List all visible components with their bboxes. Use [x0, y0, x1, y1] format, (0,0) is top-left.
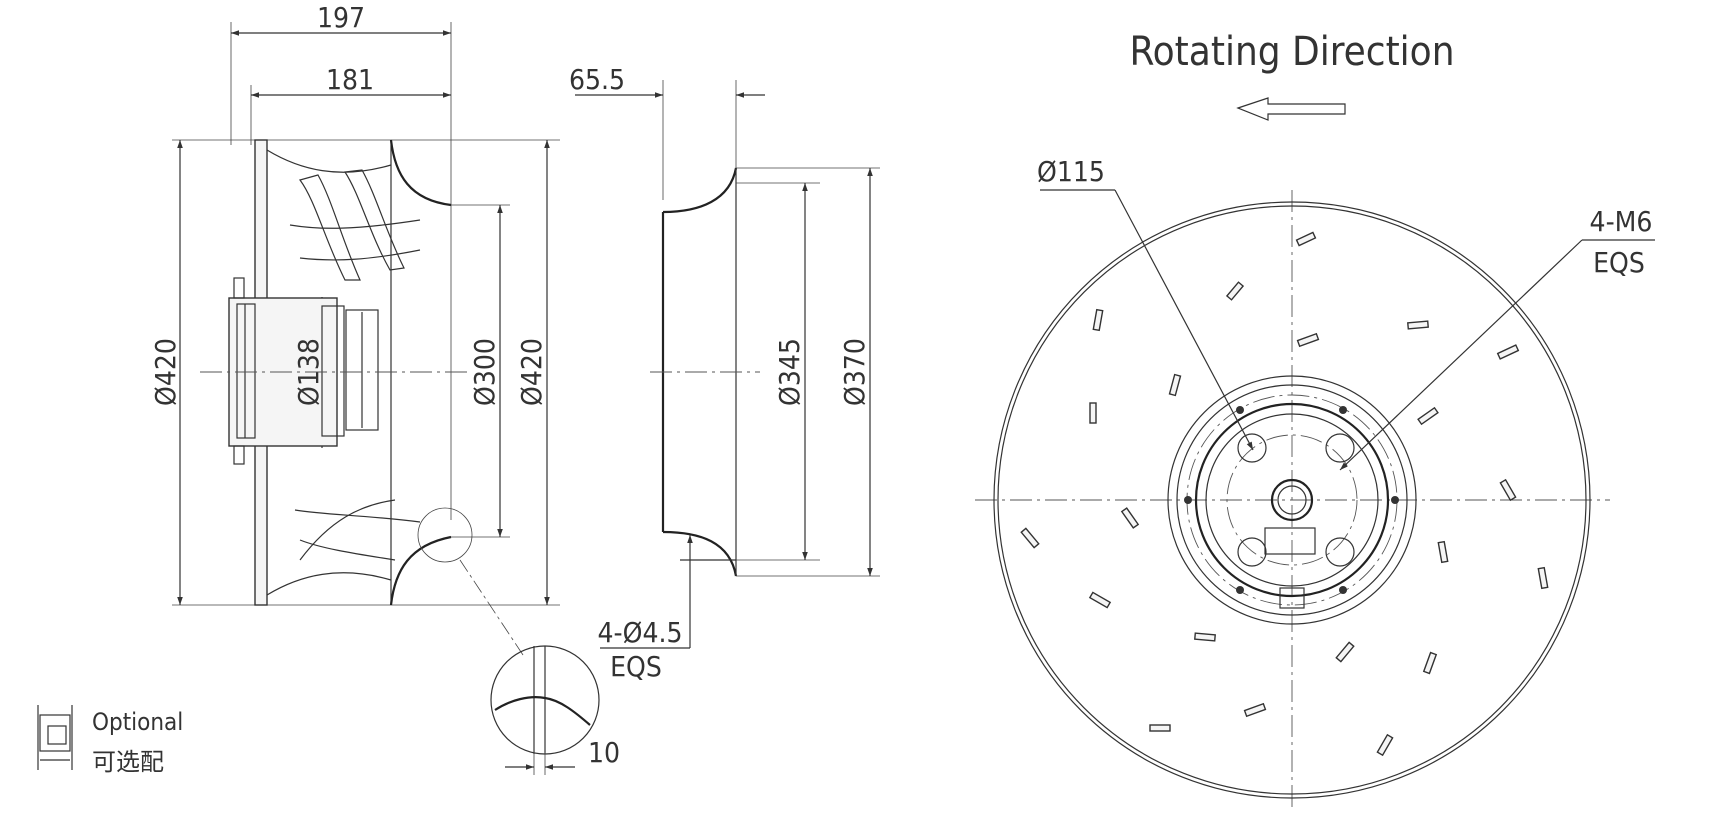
blade-slots — [1020, 231, 1549, 757]
inlet-ring-view — [575, 80, 880, 649]
label-dia-345: Ø345 — [773, 338, 806, 406]
label-dia-420-left: Ø420 — [149, 338, 182, 406]
front-view — [975, 97, 1655, 810]
detail-marker-circle — [417, 507, 473, 563]
label-197: 197 — [317, 1, 365, 34]
leader-dia-115 — [1114, 189, 1254, 451]
optional-label-en: Optional — [92, 708, 183, 736]
mounting-holes — [1184, 406, 1399, 594]
label-dia-300: Ø300 — [468, 338, 501, 406]
optional-label-cn: 可选配 — [92, 748, 164, 776]
label-10: 10 — [588, 736, 620, 769]
label-eqs-left: EQS — [610, 650, 662, 683]
impeller-outer-circle — [997, 205, 1587, 795]
rotation-arrow — [1236, 97, 1346, 121]
optional-legend — [37, 705, 73, 770]
label-dia-115: Ø115 — [1037, 155, 1105, 188]
label-65-5: 65.5 — [569, 63, 625, 96]
label-dia-138: Ø138 — [292, 338, 325, 406]
label-dia-420-right: Ø420 — [515, 338, 548, 406]
detail-view — [490, 645, 600, 775]
leader-4-m6 — [1339, 239, 1583, 471]
label-4-dia-4-5: 4-Ø4.5 — [598, 616, 683, 649]
label-dia-370: Ø370 — [838, 338, 871, 406]
label-4-m6: 4-M6 — [1590, 205, 1653, 238]
label-181: 181 — [326, 63, 374, 96]
side-view — [172, 22, 560, 659]
rotating-direction-title: Rotating Direction — [1129, 29, 1454, 75]
label-eqs-right: EQS — [1593, 246, 1645, 279]
